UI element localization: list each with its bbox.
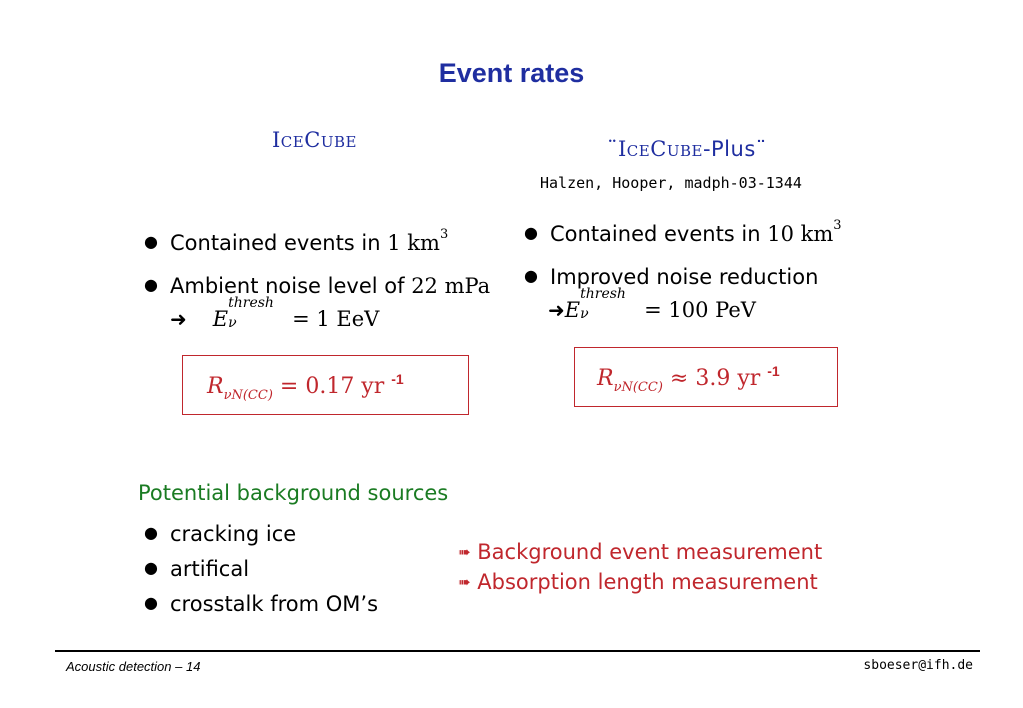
threshold-superscript: thresh xyxy=(228,295,274,311)
right-arrow-icon: ➜ xyxy=(548,298,565,322)
threshold-value: = 1 EeV xyxy=(292,307,380,331)
heading-suffix: -Plus¨ xyxy=(702,137,767,161)
bullet-value: 22 mPa xyxy=(411,274,491,298)
threshold-value: = 100 PeV xyxy=(644,298,756,322)
heading-smallcaps: UBE xyxy=(666,142,703,160)
measurement-text: Absorption length measurement xyxy=(477,570,818,594)
heading-cap: C xyxy=(304,128,321,152)
left-column-heading: ICECUBE xyxy=(272,128,357,152)
bullet-dot-icon: ● xyxy=(144,523,158,542)
measurement-item: ➠ Absorption length measurement xyxy=(458,570,818,594)
bullet-dot-icon: ● xyxy=(144,232,158,251)
measurement-text: Background event measurement xyxy=(477,540,823,564)
rate-value: ≈ 3.9 yr xyxy=(669,366,761,391)
page-title: Event rates xyxy=(438,58,585,88)
rate-subscript: νN(CC) xyxy=(613,380,663,395)
list-item-text: cracking ice xyxy=(170,522,297,546)
list-item: ● Contained events in 1 km3 xyxy=(144,228,448,254)
rate-symbol: R xyxy=(597,366,614,391)
list-item: ● Ambient noise level of 22 mPa xyxy=(144,276,490,297)
reference-citation: Halzen, Hooper, madph-03-1344 xyxy=(540,174,802,192)
list-item: ● Contained events in 10 km3 xyxy=(524,219,842,245)
list-item: ● Improved noise reduction xyxy=(524,267,818,288)
heading-cap: ¨I xyxy=(607,137,627,161)
bullet-dot-icon: ● xyxy=(144,275,158,294)
bullet-exponent: 3 xyxy=(439,227,449,242)
bullet-dot-icon: ● xyxy=(524,223,538,242)
heading-smallcaps: UBE xyxy=(320,133,357,151)
bullet-exponent: 3 xyxy=(833,218,842,233)
threshold-symbol: E xyxy=(564,298,581,322)
list-item: ● artifical xyxy=(144,559,249,580)
heading-cap: C xyxy=(650,137,667,161)
footer-slide-label: Acoustic detection – 14 xyxy=(66,659,201,674)
double-arrow-icon: ➠ xyxy=(458,543,471,561)
rate-symbol: R xyxy=(207,374,224,399)
heading-smallcaps: CE xyxy=(626,142,651,160)
bullet-value: 10 km xyxy=(767,222,834,246)
right-column-heading: ¨ICECUBE-Plus¨ xyxy=(607,137,767,161)
threshold-symbol: E xyxy=(212,307,229,331)
threshold-subscript: ν xyxy=(228,315,237,331)
list-item-text: artifical xyxy=(170,557,250,581)
footer-email: sboeser@ifh.de xyxy=(863,658,973,673)
list-item: ● crosstalk from OM’s xyxy=(144,594,378,615)
bullet-value: 1 km xyxy=(387,231,440,255)
left-rate-box: RνN(CC) = 0.17 yr -1 xyxy=(182,355,469,415)
threshold-subscript: ν xyxy=(580,306,589,322)
bullet-text: Contained events in xyxy=(550,222,768,246)
threshold-superscript: thresh xyxy=(580,286,626,302)
double-arrow-icon: ➠ xyxy=(458,573,471,591)
list-item: ● cracking ice xyxy=(144,524,296,545)
rate-formula: RνN(CC) = 0.17 yr -1 xyxy=(207,371,404,403)
heading-smallcaps: CE xyxy=(280,133,305,151)
rate-subscript: νN(CC) xyxy=(223,388,273,403)
list-item-text: crosstalk from OM’s xyxy=(170,592,379,616)
background-heading: Potential background sources xyxy=(138,481,449,505)
right-arrow-icon: ➜ xyxy=(170,307,187,331)
right-rate-box: RνN(CC) ≈ 3.9 yr -1 xyxy=(574,347,838,407)
bullet-dot-icon: ● xyxy=(144,593,158,612)
footer-divider xyxy=(55,650,980,652)
bullet-dot-icon: ● xyxy=(144,558,158,577)
measurement-item: ➠ Background event measurement xyxy=(458,540,822,564)
heading-cap: I xyxy=(272,128,281,152)
rate-exponent: -1 xyxy=(767,363,780,379)
rate-value: = 0.17 yr xyxy=(279,374,385,399)
bullet-text: Contained events in xyxy=(170,231,388,255)
rate-exponent: -1 xyxy=(391,371,404,387)
bullet-dot-icon: ● xyxy=(524,266,538,285)
bullet-text: Improved noise reduction xyxy=(550,265,819,289)
rate-formula: RνN(CC) ≈ 3.9 yr -1 xyxy=(597,363,780,395)
bullet-text: Ambient noise level of xyxy=(170,274,412,298)
